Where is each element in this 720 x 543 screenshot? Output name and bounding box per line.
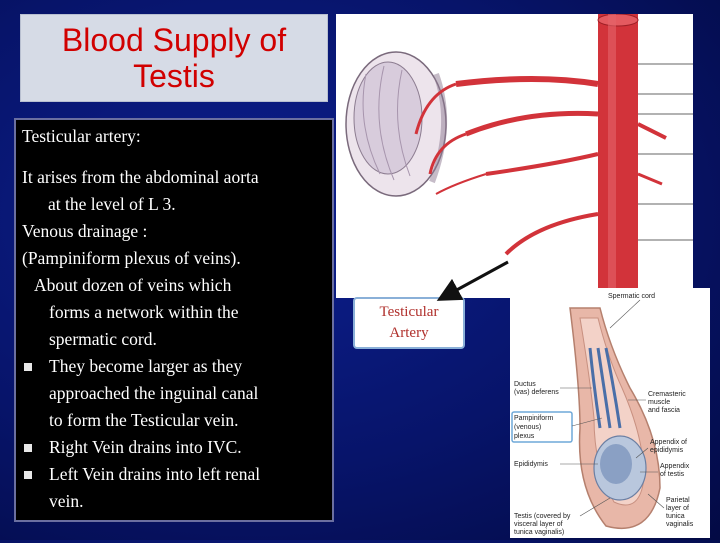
ductus-label-2: (vas) deferens [514, 389, 559, 396]
about-dozen-text-cont1: forms a network within the [49, 302, 239, 322]
spermatic-cord-svg: Spermatic cord Ductus (vas) deferens Pam… [511, 293, 694, 536]
bullet-line: approached the inguinal canal [49, 383, 259, 403]
bullet-item: They become larger as they approached th… [22, 353, 326, 434]
bullet-item: Right Vein drains into IVC. [22, 434, 326, 461]
pampiniform-plexus-text: (Pampiniform plexus of veins). [22, 248, 241, 268]
artery-illustration-svg [345, 13, 693, 298]
appendix-epididymis-label-2: epididymis [650, 447, 684, 454]
origin-text-cont: at the level of L 3. [48, 194, 176, 214]
pampiniform-label-2: (venous) [514, 424, 541, 431]
testis-label-2: visceral layer of [514, 521, 563, 528]
pampiniform-label: Pampiniform [514, 415, 553, 422]
about-dozen-text: About dozen of veins which [34, 275, 232, 295]
bullet-line: Right Vein drains into IVC. [49, 437, 242, 457]
parietal-label-4: vaginalis [666, 521, 694, 528]
pampiniform-label-3: plexus [514, 433, 535, 440]
bullet-square-icon [24, 471, 32, 479]
spermatic-cord-label: Spermatic cord [608, 293, 655, 300]
bullet-square-icon [24, 444, 32, 452]
cremasteric-label: Cremasteric [648, 391, 686, 398]
cremasteric-label-2: muscle [648, 399, 670, 406]
appendix-testis-label-2: of testis [660, 471, 685, 478]
spermatic-cord-illustration: Spermatic cord Ductus (vas) deferens Pam… [510, 288, 710, 538]
bullet-square-icon [24, 363, 32, 371]
testis-label-3: tunica vaginalis) [514, 529, 564, 536]
slide-title-line-2: Testis [133, 58, 215, 94]
ductus-label: Ductus [514, 381, 536, 388]
bullet-line: vein. [49, 491, 84, 511]
about-dozen-text-cont2: spermatic cord. [49, 329, 157, 349]
venous-drainage-heading: Venous drainage : [22, 221, 148, 241]
parietal-label-2: layer of [666, 505, 689, 512]
parietal-label-3: tunica [666, 513, 685, 520]
testicular-artery-illustration [336, 13, 693, 298]
content-text-box: Testicular artery: It arises from the ab… [14, 118, 334, 522]
epididymis-label: Epididymis [514, 461, 548, 468]
parietal-label: Parietal [666, 497, 690, 504]
bullet-item: Left Vein drains into left renal vein. [22, 461, 326, 515]
appendix-epididymis-label: Appendix of [650, 439, 687, 446]
testis-label: Testis (covered by [514, 513, 571, 520]
bullet-line: Left Vein drains into left renal [49, 464, 261, 484]
appendix-testis-label: Appendix [660, 463, 690, 470]
slide-title-line-1: Blood Supply of [61, 22, 287, 58]
testicular-artery-label-line-2: Artery [389, 325, 429, 341]
testicular-artery-label-line-1: Testicular [379, 304, 439, 320]
testicular-artery-heading: Testicular artery: [22, 126, 141, 146]
cremasteric-label-3: and fascia [648, 407, 680, 414]
title-box: Blood Supply of Testis [20, 14, 328, 102]
bullet-line: to form the Testicular vein. [49, 410, 239, 430]
bullet-line: They become larger as they [49, 356, 243, 376]
testicular-artery-label: Testicular Artery [353, 297, 465, 349]
origin-text: It arises from the abdominal aorta [22, 167, 259, 187]
